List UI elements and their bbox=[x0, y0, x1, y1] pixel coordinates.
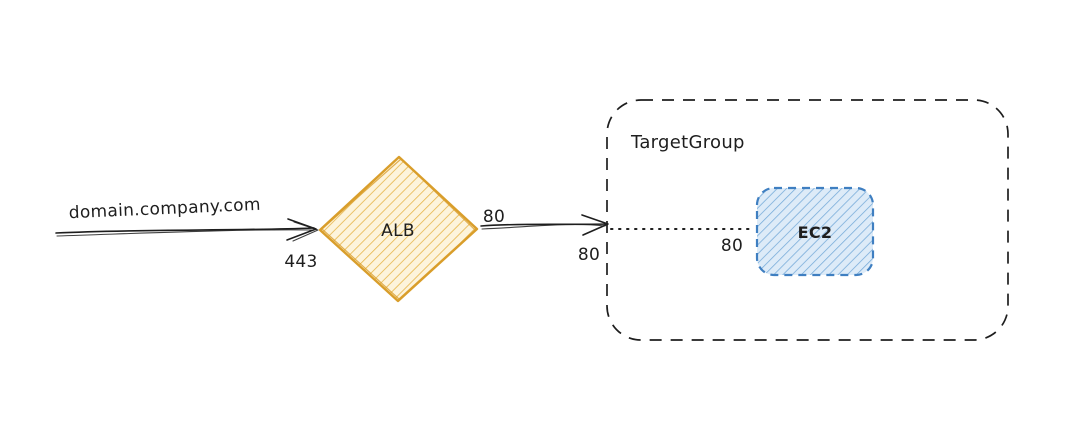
ec2-port-label: 80 bbox=[721, 236, 743, 256]
alb-to-targetgroup-arrow bbox=[480, 214, 609, 236]
target-group-boundary bbox=[606, 99, 1009, 341]
alb-label: ALB bbox=[381, 221, 415, 241]
request-arrowhead-rough-icon bbox=[292, 221, 319, 242]
request-arrow bbox=[55, 218, 319, 242]
alb-egress-port-label: 80 bbox=[483, 207, 505, 227]
alb-arrow-line bbox=[480, 223, 607, 227]
ec2-node bbox=[755, 186, 875, 277]
alb-diamond-rough bbox=[321, 158, 476, 300]
target-group-label: TargetGroup bbox=[630, 132, 745, 153]
targetgroup-ingress-port-label: 80 bbox=[578, 245, 600, 265]
alb-diamond-shape bbox=[318, 155, 479, 303]
alb-arrowhead-icon bbox=[581, 214, 609, 236]
domain-label: domain.company.com bbox=[68, 195, 261, 223]
ec2-box-shape bbox=[755, 186, 875, 277]
ec2-label: EC2 bbox=[798, 223, 833, 242]
ingress-port-label: 443 bbox=[284, 252, 317, 272]
target-group-container bbox=[606, 99, 1009, 341]
alb-arrow-line-rough bbox=[481, 223, 606, 230]
request-arrow-line-rough bbox=[56, 229, 314, 237]
request-arrow-line bbox=[55, 227, 315, 234]
alb-node bbox=[318, 155, 479, 303]
